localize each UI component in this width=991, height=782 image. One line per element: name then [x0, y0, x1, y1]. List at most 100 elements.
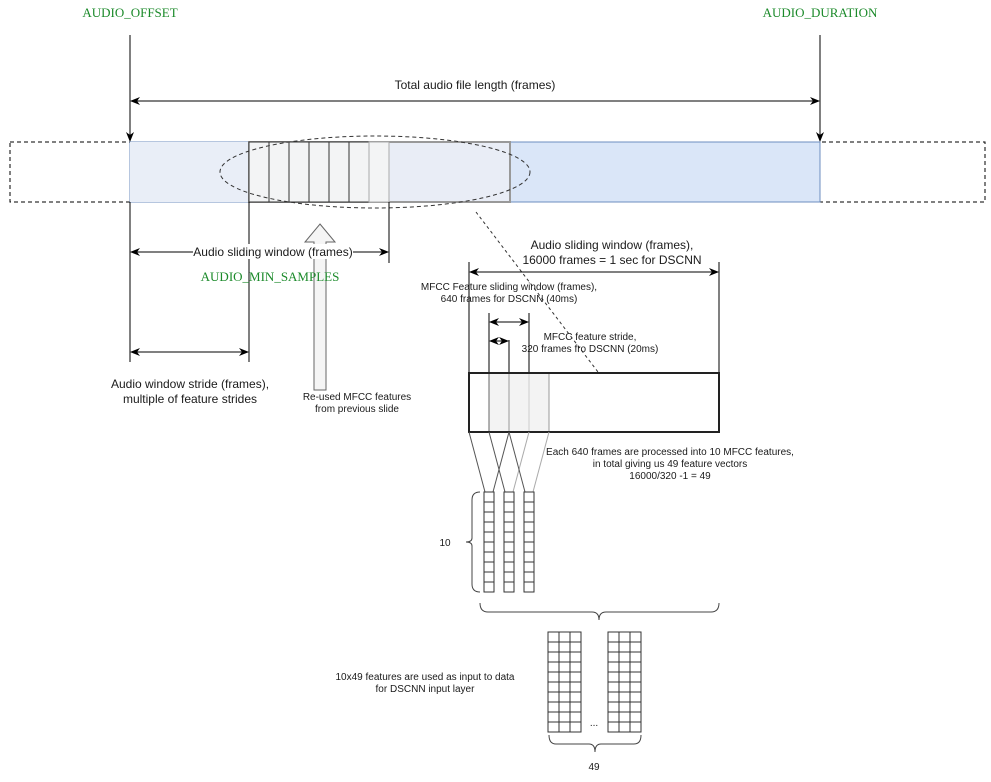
audio-offset-label: AUDIO_OFFSET — [82, 5, 177, 20]
matrix-cell — [569, 721, 582, 733]
matrix-cell — [547, 711, 560, 723]
matrix-cell — [569, 641, 582, 653]
feature-cell — [503, 561, 515, 573]
feature-cell — [503, 511, 515, 523]
feature-cell — [503, 491, 515, 503]
matrix-cell — [607, 661, 620, 673]
matrix-cell — [618, 691, 631, 703]
feature-cell — [523, 551, 535, 563]
feature-cell — [483, 531, 495, 543]
matrix-cell — [558, 691, 571, 703]
reused-label-1: Re-used MFCC features — [303, 392, 411, 403]
matrix-cell — [629, 651, 642, 663]
one-second-window-box — [468, 372, 720, 433]
mfcc-window-region — [489, 373, 549, 432]
feature-cell — [523, 521, 535, 533]
window-cell — [268, 141, 290, 203]
matrix-cell — [558, 671, 571, 683]
input-label-2: for DSCNN input layer — [376, 684, 476, 695]
zoom-ellipse — [219, 135, 531, 209]
matrix-cell — [558, 701, 571, 713]
funnel-lines — [468, 431, 550, 493]
matrix-cell — [618, 671, 631, 683]
matrix-cell — [569, 691, 582, 703]
feature-cell — [523, 561, 535, 573]
matrix-cell — [629, 701, 642, 713]
matrix-cell — [569, 681, 582, 693]
matrix-cell — [607, 641, 620, 653]
feature-cell — [503, 521, 515, 533]
stride-label-2: multiple of feature strides — [123, 392, 257, 406]
mfcc-stride-label-1: MFCC feature stride, — [544, 332, 637, 343]
matrix-cell — [618, 631, 631, 643]
matrix-cell — [629, 671, 642, 683]
feature-cell — [523, 511, 535, 523]
matrix-cell — [569, 631, 582, 643]
feature-vectors — [483, 491, 535, 593]
processed-label-2: in total giving us 49 feature vectors — [593, 459, 748, 470]
feature-cell — [483, 561, 495, 573]
matrix-cell — [607, 651, 620, 663]
feature-cell — [523, 581, 535, 593]
matrix-cell — [547, 721, 560, 733]
ellipsis-label: ... — [590, 718, 598, 729]
window-cell — [288, 141, 310, 203]
audio-duration-label: AUDIO_DURATION — [763, 5, 878, 20]
matrix-cell — [629, 631, 642, 643]
feature-cell — [483, 551, 495, 563]
feature-cell — [503, 571, 515, 583]
matrix-cell — [629, 661, 642, 673]
feature-cell — [523, 501, 535, 513]
matrix-cell — [547, 701, 560, 713]
mfcc-stride-label-2: 320 frames fro DSCNN (20ms) — [522, 344, 659, 355]
matrix-cell — [547, 681, 560, 693]
window-cell — [368, 141, 390, 203]
feature-cell — [483, 491, 495, 503]
feature-cell — [523, 571, 535, 583]
matrix-cell — [629, 691, 642, 703]
matrix-cell — [547, 641, 560, 653]
matrix-cell — [569, 671, 582, 683]
matrix-cell — [547, 631, 560, 643]
processed-label-1: Each 640 frames are processed into 10 MF… — [546, 447, 794, 458]
matrix-cell — [618, 711, 631, 723]
feature-cell — [503, 531, 515, 543]
cols-count-label: 49 — [588, 762, 600, 773]
feature-cell — [523, 531, 535, 543]
matrix-cell — [558, 721, 571, 733]
matrix-cell — [547, 671, 560, 683]
matrix-cell — [558, 681, 571, 693]
matrix-cell — [558, 641, 571, 653]
matrix-cell — [629, 641, 642, 653]
matrix-cell — [569, 711, 582, 723]
cols-brace — [548, 734, 642, 753]
matrix-cell — [607, 701, 620, 713]
window-cell — [308, 141, 330, 203]
feature-cell — [483, 511, 495, 523]
matrix-cell — [607, 711, 620, 723]
feature-cell — [483, 521, 495, 533]
total-length-label: Total audio file length (frames) — [395, 78, 556, 92]
rows-brace — [465, 491, 481, 593]
feature-cell — [523, 491, 535, 503]
window-cell — [328, 141, 350, 203]
matrix-cell — [618, 641, 631, 653]
window-cell — [348, 141, 370, 203]
matrix-cell — [618, 661, 631, 673]
rows-count-label: 10 — [439, 538, 451, 549]
feature-cell — [483, 541, 495, 553]
matrix-cell — [607, 681, 620, 693]
input-label-1: 10x49 features are used as input to data — [335, 672, 514, 683]
matrix-cell — [618, 721, 631, 733]
matrix-cell — [569, 661, 582, 673]
matrix-cell — [558, 661, 571, 673]
matrix-cell — [607, 721, 620, 733]
stride-label-1: Audio window stride (frames), — [111, 377, 269, 391]
collect-brace — [479, 602, 720, 621]
matrix-cell — [618, 701, 631, 713]
matrix-cell — [558, 711, 571, 723]
mfcc-window-label-1: MFCC Feature sliding window (frames), — [421, 282, 597, 293]
matrix-cell — [547, 661, 560, 673]
audio-min-samples-label: AUDIO_MIN_SAMPLES — [201, 269, 340, 284]
